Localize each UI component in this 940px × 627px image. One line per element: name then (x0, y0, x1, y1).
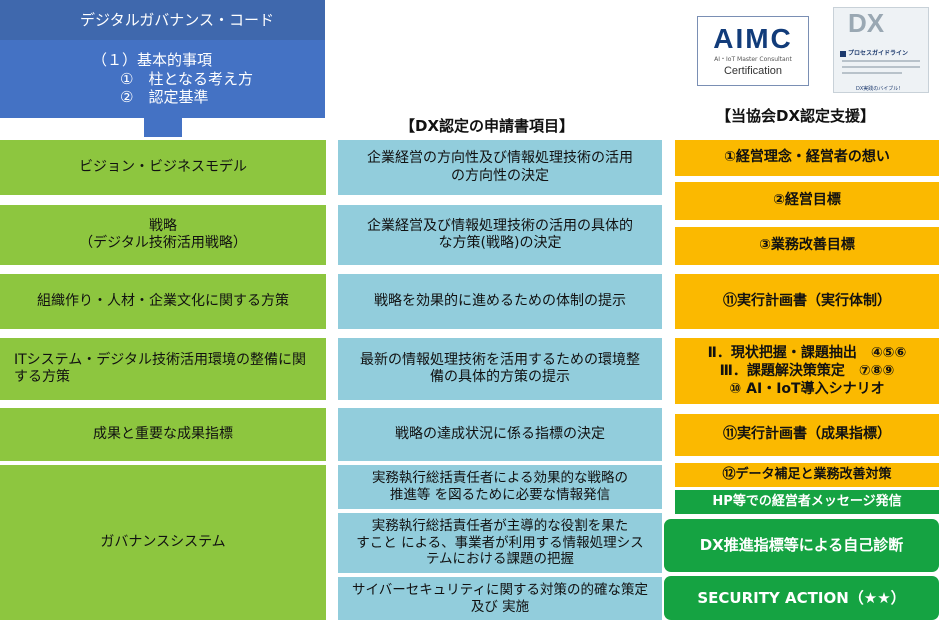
dx-guideline-book-image: DX プロセスガイドライン DX実践のバイブル! (833, 7, 929, 93)
left-item-text: ITシステム・デジタル技術活用環境の整備に関 (14, 351, 306, 368)
right-item: ③業務改善目標 (675, 227, 939, 265)
right-item-rounded: SECURITY ACTION（★★） (664, 576, 939, 620)
middle-item: 企業経営及び情報処理技術の活用の具体的 な方策(戦略)の決定 (338, 205, 662, 265)
middle-item-text: 実務執行総括責任者による効果的な戦略の (371, 470, 629, 487)
right-item: HP等での経営者メッセージ発信 (675, 490, 939, 514)
aimc-logo-sub: AI・IoT Master Consultant (714, 56, 792, 63)
left-item-text: （デジタル技術活用戦略） (79, 235, 247, 251)
right-item-text: DX推進指標等による自己診断 (699, 536, 904, 555)
header-support: 【当協会DX認定支援】 (716, 107, 876, 125)
basic-matters-box: （１）基本的事項 ① 柱となる考え方 ② 認定基準 (0, 40, 325, 118)
basic-line-3: ② 認定基準 (120, 88, 209, 107)
right-item: ⑪実行計画書（実行体制） (675, 274, 939, 329)
left-item-text: ビジョン・ビジネスモデル (79, 158, 247, 175)
book-subtitle: プロセスガイドライン (848, 50, 909, 57)
connector-bar (144, 118, 182, 137)
aimc-logo-cert: Certification (723, 65, 783, 77)
right-item-text: ①経営理念・経営者の想い (724, 149, 890, 166)
left-item-text: 成果と重要な成果指標 (93, 425, 233, 442)
left-item-text: ガバナンスシステム (100, 533, 226, 550)
code-title: デジタルガバナンス・コード (80, 10, 274, 29)
left-item-text: 組織作り・人材・企業文化に関する方策 (37, 292, 289, 309)
book-footer: DX実践のバイブル! (856, 86, 901, 92)
aimc-logo: AIMC AI・IoT Master Consultant Certificat… (697, 16, 809, 86)
right-item: ①経営理念・経営者の想い (675, 140, 939, 176)
left-item: 戦略 （デジタル技術活用戦略） (0, 205, 326, 265)
right-item-text: Ⅱ．現状把握・課題抽出 ④⑤⑥ (707, 344, 907, 361)
right-item-rounded: DX推進指標等による自己診断 (664, 519, 939, 572)
middle-item: サイバーセキュリティに関する対策の的確な策定 及び 実施 (338, 577, 662, 620)
middle-item: 戦略を効果的に進めるための体制の提示 (338, 274, 662, 329)
book-subtitle-row: プロセスガイドライン (840, 48, 924, 57)
middle-item-text: 最新の情報処理技術を活用するための環境整 (360, 351, 640, 368)
left-item-text: する方策 (14, 369, 70, 385)
middle-item-text: 戦略を効果的に進めるための体制の提示 (374, 292, 626, 309)
left-item: ガバナンスシステム (0, 465, 326, 620)
middle-item-text: 企業経営の方向性及び情報処理技術の活用 (367, 150, 633, 166)
right-item-text: ⑫データ補足と業務改善対策 (722, 466, 892, 482)
right-item-text: ⑩ AI・IoT導入シナリオ (729, 381, 885, 398)
right-item-text: ⑪実行計画書（実行体制） (723, 292, 891, 309)
right-item-text: ③業務改善目標 (759, 237, 855, 254)
middle-item: 戦略の達成状況に係る指標の決定 (338, 408, 662, 461)
middle-item: 実務執行総括責任者が主導的な役割を果た すこと による、事業者が利用する情報処理… (338, 513, 662, 573)
right-item-text: Ⅲ．課題解決策策定 ⑦⑧⑨ (719, 362, 895, 379)
middle-item-text: テムにおける課題の把握 (425, 551, 575, 568)
middle-item: 企業経営の方向性及び情報処理技術の活用 の方向性の決定 (338, 140, 662, 195)
middle-item-text: の方向性の決定 (451, 167, 549, 184)
middle-item-text: な方策(戦略)の決定 (438, 235, 562, 251)
header-application: 【DX認定の申請書項目】 (400, 117, 575, 135)
middle-item-text: 企業経営及び情報処理技術の活用の具体的 (367, 217, 633, 234)
code-title-box: デジタルガバナンス・コード (0, 0, 325, 40)
right-item-text: HP等での経営者メッセージ発信 (712, 493, 902, 509)
middle-item-text: 実務執行総括責任者が主導的な役割を果た (371, 517, 629, 534)
middle-item: 実務執行総括責任者による効果的な戦略の 推進等 を図るために必要な情報発信 (338, 465, 662, 509)
book-title: DX (848, 8, 885, 38)
left-item-text: 戦略 (149, 217, 177, 234)
middle-item-text: サイバーセキュリティに関する対策の的確な策定 (352, 581, 648, 598)
basic-line-1: （１）基本的事項 (92, 50, 213, 69)
middle-item-text: 備の具体的方策の提示 (430, 369, 570, 385)
middle-item-text: 及び 実施 (470, 598, 530, 615)
middle-item-text: 推進等 を図るために必要な情報発信 (389, 487, 611, 503)
right-item: ⑫データ補足と業務改善対策 (675, 463, 939, 487)
middle-item: 最新の情報処理技術を活用するための環境整 備の具体的方策の提示 (338, 338, 662, 400)
middle-item-text: 戦略の達成状況に係る指標の決定 (395, 425, 605, 442)
book-mark-icon (840, 50, 846, 57)
right-item-text: ⑪実行計画書（成果指標） (723, 426, 891, 443)
aimc-logo-text: AIMC (713, 23, 793, 54)
right-item: Ⅱ．現状把握・課題抽出 ④⑤⑥ Ⅲ．課題解決策策定 ⑦⑧⑨ ⑩ AI・IoT導入… (675, 338, 939, 404)
book-text-line (842, 60, 920, 62)
middle-item-text: すこと による、事業者が利用する情報処理シス (356, 534, 644, 551)
right-item: ⑪実行計画書（成果指標） (675, 414, 939, 456)
right-item: ②経営目標 (675, 182, 939, 220)
left-item: 成果と重要な成果指標 (0, 408, 326, 461)
basic-line-2: ① 柱となる考え方 (120, 69, 253, 88)
left-item: 組織作り・人材・企業文化に関する方策 (0, 274, 326, 329)
right-item-text: ②経営目標 (773, 192, 841, 209)
book-text-line (842, 66, 920, 68)
book-text-line (842, 72, 902, 74)
right-item-text: SECURITY ACTION（★★） (697, 588, 906, 607)
left-item: ビジョン・ビジネスモデル (0, 140, 326, 195)
left-item: ITシステム・デジタル技術活用環境の整備に関 する方策 (0, 338, 326, 400)
